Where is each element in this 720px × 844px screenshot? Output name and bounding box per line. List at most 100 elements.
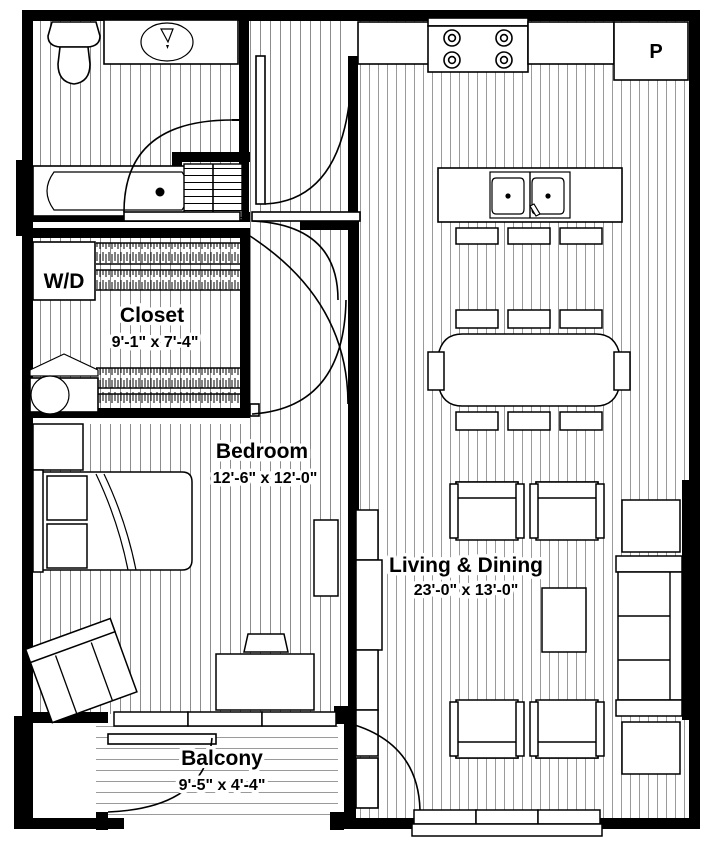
- label-living-name-halo: Living & Dining: [389, 554, 543, 577]
- cooktop-backsplash: [427, 17, 529, 27]
- side-table-top: [621, 499, 681, 553]
- wall-left-mid: [22, 356, 33, 416]
- pillow-2: [46, 523, 88, 569]
- tub-drain: [155, 187, 165, 197]
- dresser: [215, 633, 315, 711]
- label-closet-name: Closet: [120, 304, 184, 327]
- wall-left-bedroom: [22, 416, 33, 716]
- hanging-rod-lower: [96, 269, 246, 291]
- label-balcony-name: Balcony: [181, 747, 263, 770]
- balcony-door[interactable]: [107, 733, 217, 813]
- label-closet-dim-halo: 9'-1" x 7'-4": [112, 334, 199, 351]
- label-living-name: Living & Dining: [389, 554, 543, 577]
- armchair-3: [449, 699, 525, 759]
- wall-left-upper: [22, 10, 33, 160]
- closet-contents: [29, 241, 246, 415]
- ironing-board: [29, 353, 99, 415]
- dining-chairs-bottom: [455, 411, 603, 431]
- wall-closet-right: [240, 236, 250, 356]
- label-closet-dim: 9'-1" x 7'-4": [112, 334, 199, 351]
- cooktop: [427, 25, 529, 73]
- dining-chair-left: [427, 351, 445, 391]
- label-closet-name-halo: Closet: [120, 304, 184, 327]
- coffee-table: [541, 587, 587, 653]
- side-table-bottom: [621, 721, 681, 775]
- linen-closet-door[interactable]: [251, 211, 361, 301]
- bathroom-door[interactable]: [123, 119, 241, 222]
- kitchen-island: [437, 167, 623, 223]
- balcony-slider-3-panel[interactable]: [113, 711, 337, 727]
- wall-balcony-left: [96, 812, 108, 830]
- bedroom-wall-panel: [313, 519, 339, 597]
- lounge-chair: [24, 617, 138, 724]
- bar-stool-1: [455, 227, 499, 245]
- room-labels: Closet Closet 9'-1" x 7'-4" 9'-1" x 7'-4…: [44, 41, 663, 798]
- label-living-dim: 23'-0" x 13'-0": [414, 582, 519, 599]
- wall-bath-hall-2: [239, 158, 249, 220]
- label-washer-dryer: W/D: [44, 270, 85, 293]
- label-living-dim-halo: 23'-0" x 13'-0": [414, 582, 519, 599]
- label-bedroom-dim: 12'-6" x 12'-0": [213, 470, 318, 487]
- wall-bottom-left: [14, 818, 124, 829]
- dining-set: [427, 309, 631, 431]
- counter-left: [357, 21, 431, 65]
- bathroom-fixtures: [32, 19, 243, 221]
- wall-closet-top: [28, 228, 250, 238]
- hanging-rod-upper: [96, 242, 246, 265]
- armchair-1: [449, 481, 525, 541]
- headboard: [32, 469, 44, 573]
- label-balcony-dim-halo: 9'-5" x 4'-4": [179, 777, 266, 794]
- wall-right-inner: [682, 480, 689, 720]
- dining-chair-right: [613, 351, 631, 391]
- oval-dining-table: [437, 333, 621, 407]
- armchair-2: [529, 481, 605, 541]
- label-pantry: P: [649, 41, 662, 63]
- living-window-bottom[interactable]: [411, 809, 603, 837]
- wall-right: [689, 10, 700, 822]
- wall-top: [22, 10, 700, 21]
- bathtub-icon: [32, 165, 206, 217]
- wall-living-bottom-left: [344, 712, 356, 820]
- sofa-3-seat: [615, 555, 683, 717]
- wall-hall-living: [348, 228, 359, 720]
- label-bedroom-name: Bedroom: [216, 440, 308, 463]
- wall-left-lower: [14, 716, 33, 828]
- wall-closet-bottom: [28, 408, 250, 418]
- vanity-sink-icon: [140, 22, 194, 62]
- toilet-icon: [47, 21, 101, 85]
- wall-left-closet: [22, 236, 33, 356]
- doors: [107, 55, 421, 813]
- pantry-cabinet: [613, 21, 689, 81]
- wall-bath-hall: [239, 18, 249, 158]
- queen-bed: [32, 469, 193, 573]
- washer-dryer: [32, 241, 96, 301]
- label-bedroom-dim-halo: 12'-6" x 12'-0": [213, 470, 318, 487]
- label-balcony-name-halo: Balcony: [181, 747, 263, 770]
- bar-stool-2: [507, 227, 551, 245]
- pillow-1: [46, 475, 88, 521]
- wall-entry-jog: [300, 220, 358, 230]
- bedroom-door[interactable]: [249, 235, 349, 417]
- cooktop-4-burner: [443, 29, 513, 69]
- tv-icon: [243, 633, 289, 653]
- wall-left-tub-nook: [16, 160, 33, 236]
- living-wall-panels: [313, 509, 383, 757]
- living-furniture: [313, 481, 683, 837]
- kitchen: [357, 17, 689, 245]
- bar-stool-3: [559, 227, 603, 245]
- wall-bath-inner-h: [172, 152, 250, 162]
- counter-right: [527, 21, 615, 65]
- hanging-rod-bottom: [96, 367, 246, 406]
- dining-chairs-top: [455, 309, 603, 329]
- faucet-icon: [529, 203, 541, 217]
- entry-door[interactable]: [255, 55, 353, 205]
- bar-stools: [455, 227, 603, 245]
- nightstand-left: [32, 423, 84, 471]
- label-bedroom-name-halo: Bedroom: [216, 440, 308, 463]
- bedroom-furniture: [24, 423, 337, 727]
- living-balcony-door[interactable]: [343, 721, 421, 811]
- armchair-4: [529, 699, 605, 759]
- wall-kitchen-left: [348, 56, 358, 224]
